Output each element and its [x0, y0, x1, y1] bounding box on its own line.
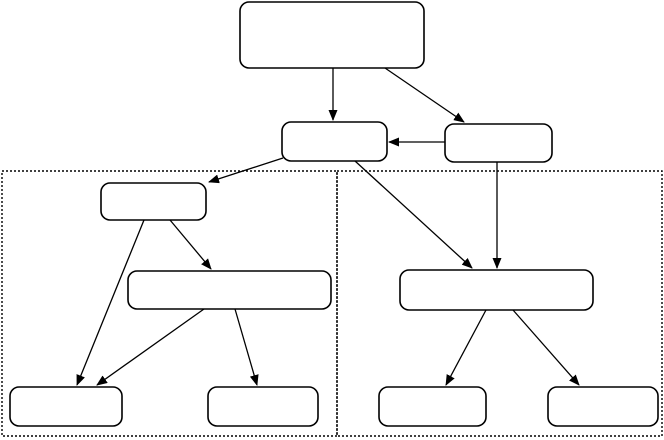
flow-edge-mid-left-to-r-mid — [354, 160, 473, 269]
container-layer — [1, 170, 663, 437]
flow-edge-r-mid-to-r-leaf-1 — [445, 309, 487, 386]
flow-edge-root-to-mid-right — [384, 67, 465, 123]
edge-layer — [76, 67, 580, 386]
flow-node-r-mid — [399, 269, 594, 311]
flow-node-l-mid — [127, 270, 332, 310]
flow-edge-l-mid-to-l-leaf-1 — [96, 308, 205, 386]
flow-node-l-leaf-2 — [207, 386, 319, 427]
flow-edge-l-top-to-l-leaf-1 — [76, 219, 145, 386]
flow-node-l-leaf-1 — [9, 386, 123, 427]
flow-edge-r-mid-to-r-leaf-2 — [512, 309, 580, 386]
flow-node-root — [239, 1, 425, 69]
flow-node-l-top — [100, 182, 207, 221]
flow-edge-l-top-to-l-mid — [169, 219, 212, 270]
flow-node-r-leaf-2 — [547, 386, 659, 427]
flow-edge-mid-left-to-l-top — [208, 157, 284, 184]
flow-node-r-leaf-1 — [378, 386, 487, 427]
group-container-right-group — [336, 170, 663, 437]
flow-node-mid-left — [281, 121, 388, 162]
flow-edge-l-mid-to-l-leaf-2 — [234, 308, 259, 386]
flow-node-mid-right — [444, 123, 553, 163]
node-layer — [9, 1, 659, 427]
